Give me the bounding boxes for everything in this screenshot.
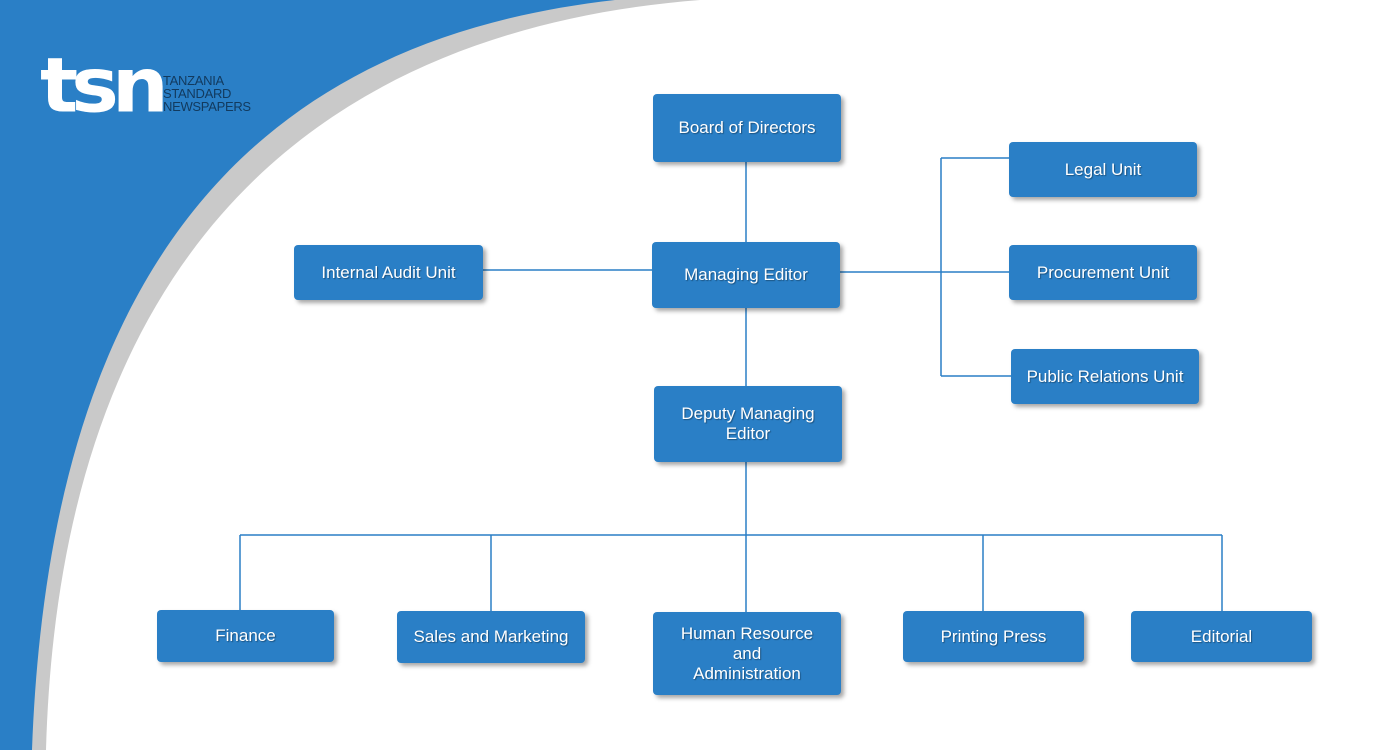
- node-label-line-1: Deputy Managing: [681, 404, 815, 423]
- node-label-line-2: and: [732, 643, 762, 663]
- node-label: Editorial: [1190, 626, 1253, 646]
- swoosh-blue: [0, 0, 615, 750]
- node-label: Sales and Marketing: [413, 627, 569, 646]
- node-deputy-managing-editor: Deputy Managing Editor: [654, 386, 842, 462]
- node-managing-editor: Managing Editor: [652, 242, 840, 308]
- node-label: Printing Press: [940, 626, 1047, 646]
- node-public-relations-unit: Public Relations Unit: [1011, 349, 1199, 404]
- node-editorial: Editorial: [1131, 611, 1312, 662]
- node-finance: Finance: [157, 610, 334, 662]
- node-label: Internal Audit Unit: [321, 262, 456, 282]
- node-label: Public Relations Unit: [1026, 366, 1184, 386]
- node-label: Managing Editor: [684, 265, 808, 284]
- node-label-line-3: Administration: [693, 663, 801, 683]
- tsn-logo-mark: tsn: [40, 41, 169, 130]
- logo-line-2: STANDARD: [163, 86, 232, 101]
- node-label-line-2: Editor: [725, 424, 771, 443]
- node-label: Procurement Unit: [1036, 262, 1170, 282]
- node-procurement-unit: Procurement Unit: [1009, 245, 1197, 300]
- node-legal-unit: Legal Unit: [1009, 142, 1197, 197]
- node-label: Board of Directors: [678, 118, 816, 137]
- logo-line-1: TANZANIA: [163, 73, 224, 88]
- node-label: Legal Unit: [1064, 159, 1142, 179]
- node-board-of-directors: Board of Directors: [653, 94, 841, 162]
- node-printing-press: Printing Press: [903, 611, 1084, 662]
- node-label: Finance: [215, 626, 276, 645]
- node-label-line-1: Human Resource: [680, 623, 814, 643]
- tsn-logo-text: TANZANIA STANDARD NEWSPAPERS: [163, 74, 251, 113]
- node-internal-audit-unit: Internal Audit Unit: [294, 245, 483, 300]
- node-human-resource-and-administration: Human Resource and Administration: [653, 612, 841, 695]
- logo-line-3: NEWSPAPERS: [163, 99, 251, 114]
- node-sales-and-marketing: Sales and Marketing: [397, 611, 585, 663]
